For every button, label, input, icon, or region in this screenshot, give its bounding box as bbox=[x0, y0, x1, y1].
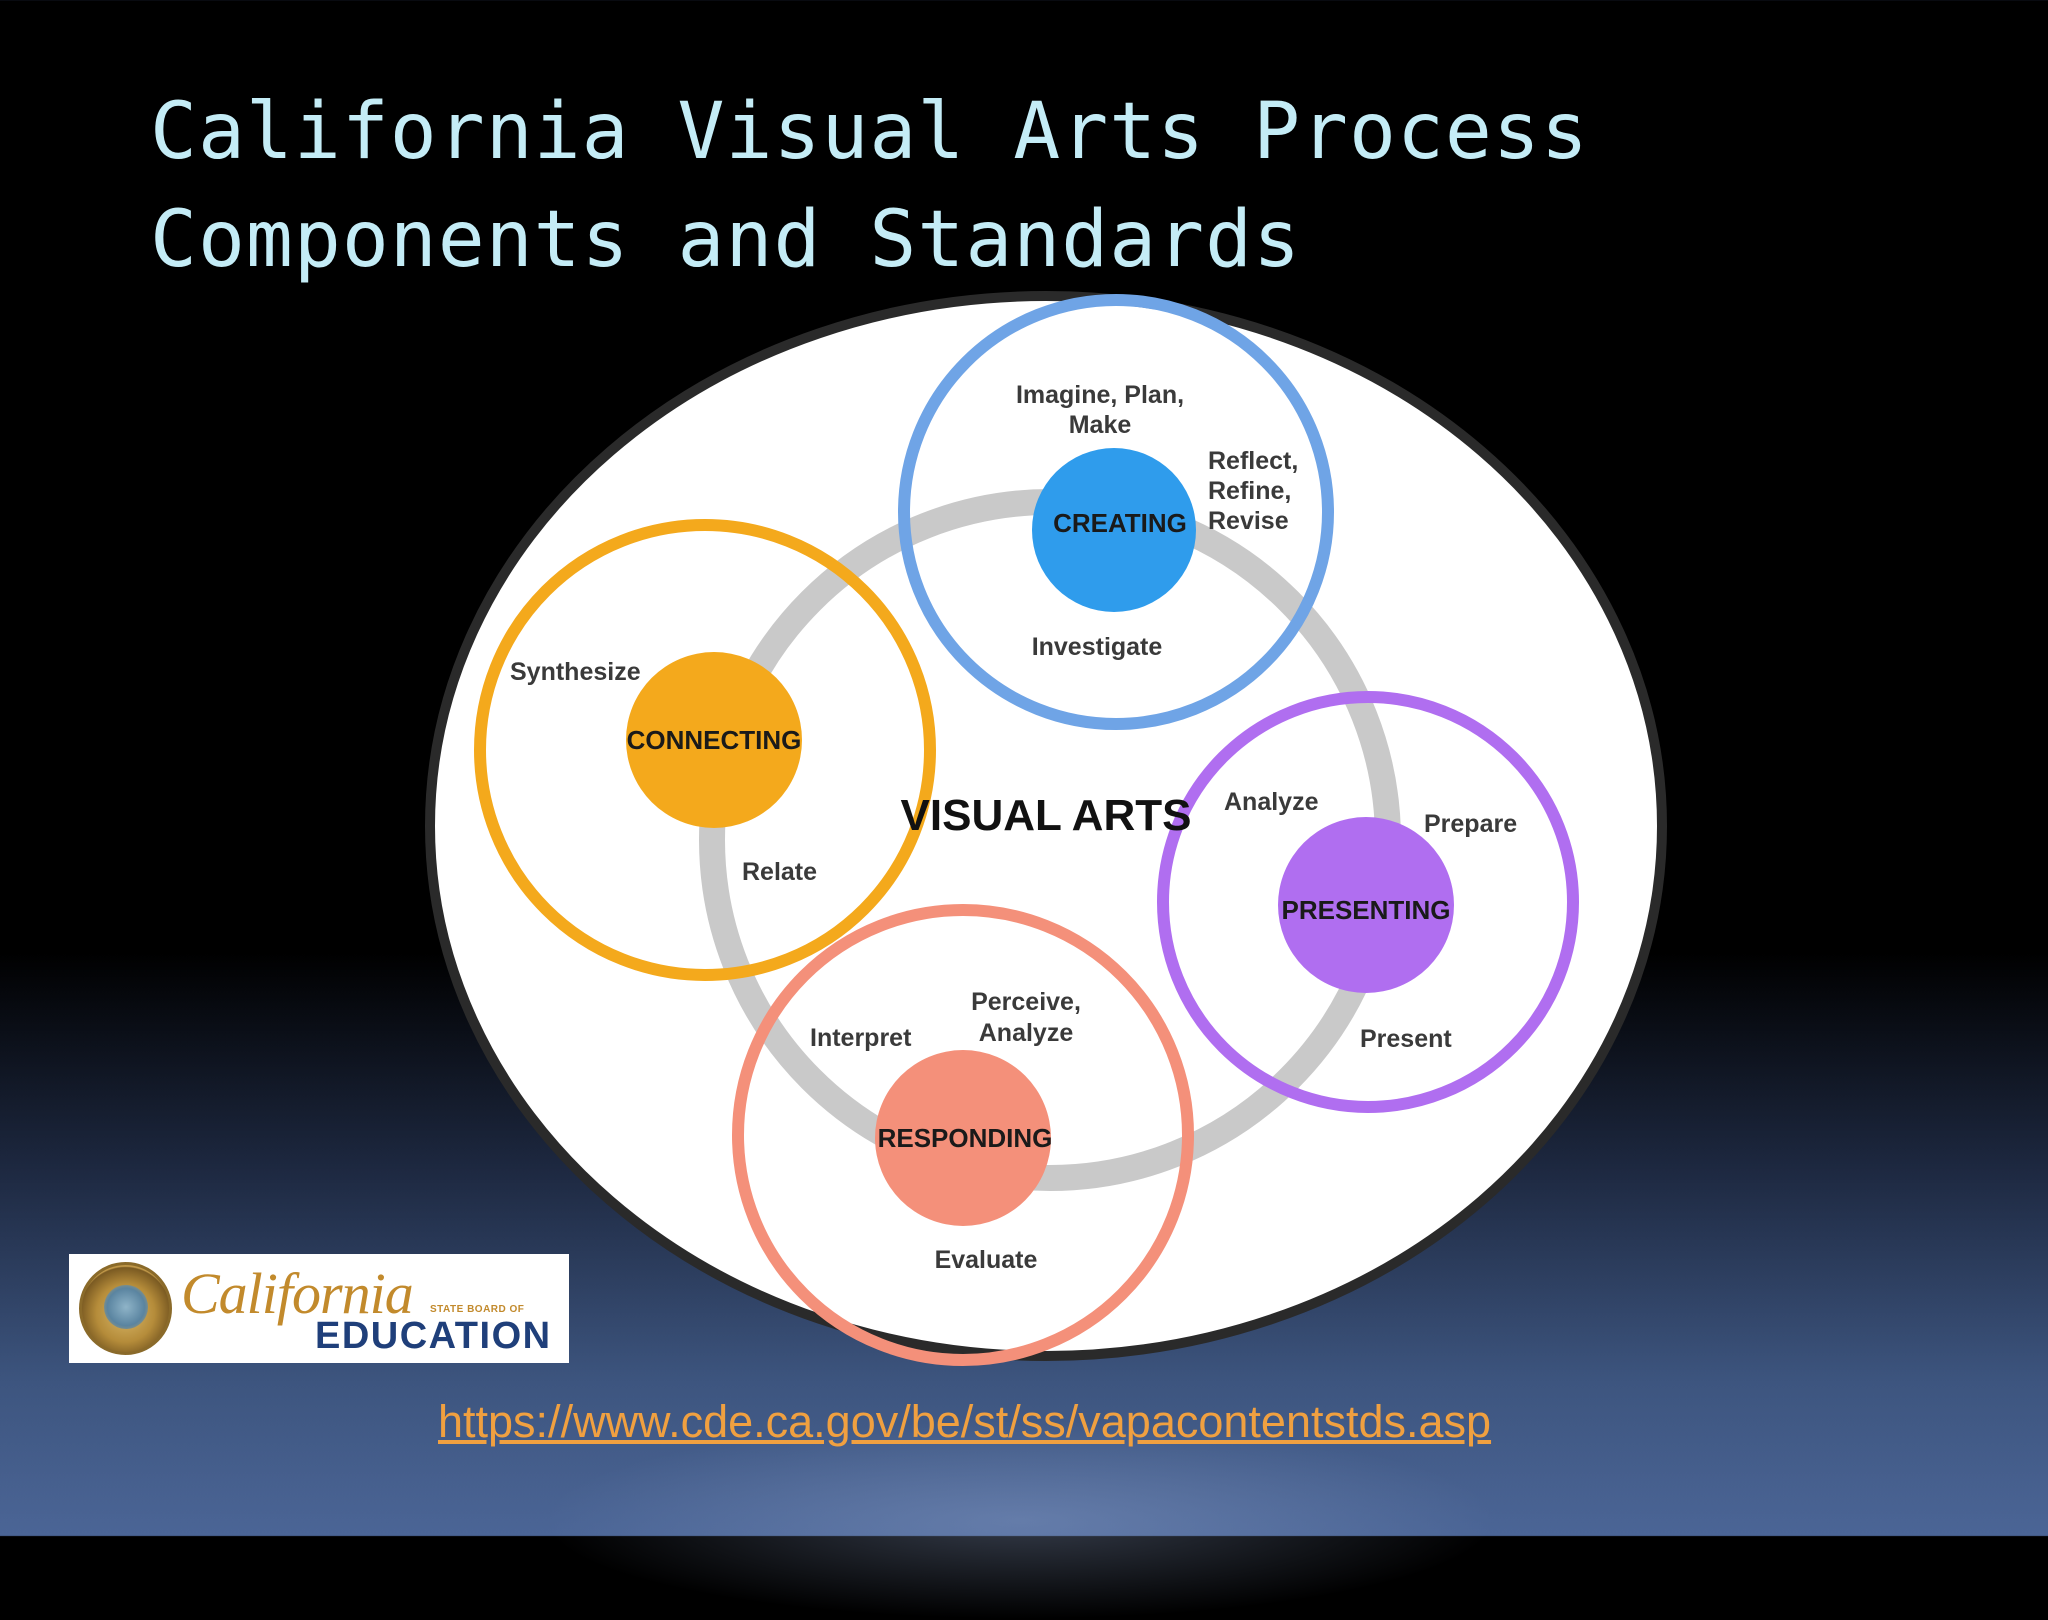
label-analyze-presenting: Analyze bbox=[1224, 788, 1319, 816]
ca-education-logo: California STATE BOARD OF EDUCATION bbox=[69, 1254, 569, 1363]
center-title: VISUAL ARTS bbox=[901, 791, 1192, 840]
label-refine: Refine, bbox=[1208, 477, 1291, 505]
creating-hub-label: CREATING bbox=[1053, 508, 1187, 538]
state-seal-icon bbox=[79, 1262, 172, 1355]
label-present: Present bbox=[1360, 1025, 1452, 1053]
logo-org: EDUCATION bbox=[315, 1315, 552, 1357]
responding-ring bbox=[732, 904, 1194, 1366]
label-imagine-plan: Imagine, Plan, bbox=[1016, 381, 1184, 409]
label-revise: Revise bbox=[1208, 507, 1289, 535]
label-interpret: Interpret bbox=[810, 1024, 912, 1052]
label-investigate: Investigate bbox=[1032, 633, 1163, 661]
presenting-ring bbox=[1157, 691, 1579, 1113]
logo-brand: California bbox=[181, 1261, 414, 1326]
connecting-ring bbox=[474, 519, 936, 981]
title-line-1: California Visual Arts Process bbox=[150, 87, 1589, 177]
connecting-hub bbox=[626, 652, 802, 828]
visual-arts-diagram: CONNECTING Synthesize Relate RESPONDING … bbox=[425, 291, 1667, 1366]
responding-hub-label: RESPONDING bbox=[878, 1123, 1053, 1153]
label-synthesize: Synthesize bbox=[510, 658, 641, 686]
presenting-hub-label: PRESENTING bbox=[1281, 895, 1450, 925]
standards-link[interactable]: https://www.cde.ca.gov/be/st/ss/vapacont… bbox=[438, 1396, 1492, 1447]
creating-hub bbox=[1032, 448, 1196, 612]
title-line-2: Components and Standards bbox=[150, 195, 1302, 285]
label-make: Make bbox=[1069, 411, 1132, 439]
responding-hub bbox=[875, 1050, 1051, 1226]
slide-title: California Visual Arts Process Component… bbox=[150, 78, 1589, 294]
label-prepare: Prepare bbox=[1424, 810, 1517, 838]
creating-ring bbox=[898, 294, 1334, 730]
label-analyze-responding: Analyze bbox=[979, 1019, 1074, 1047]
presenting-hub bbox=[1278, 817, 1454, 993]
logo-board: STATE BOARD OF bbox=[430, 1304, 525, 1315]
label-reflect: Reflect, bbox=[1208, 447, 1298, 475]
label-relate: Relate bbox=[742, 858, 817, 886]
connecting-hub-label: CONNECTING bbox=[627, 725, 802, 755]
label-evaluate: Evaluate bbox=[935, 1246, 1038, 1274]
label-perceive: Perceive, bbox=[971, 988, 1081, 1016]
